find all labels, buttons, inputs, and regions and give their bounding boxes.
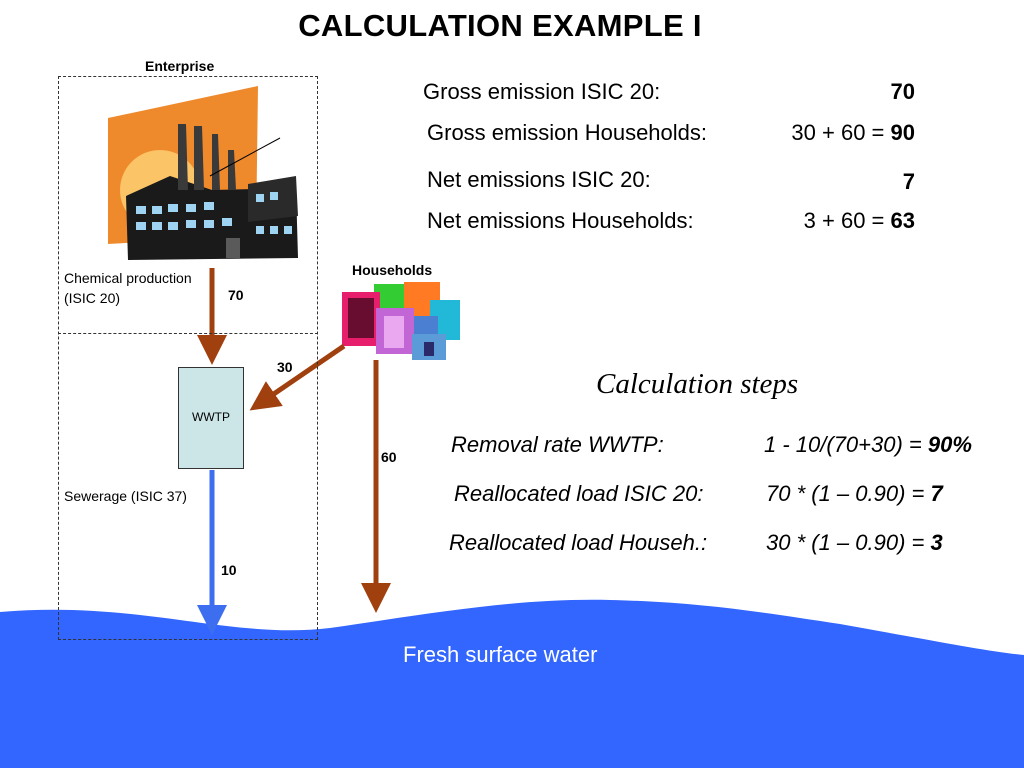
chemical-production-label: Chemical production (ISIC 20) [64,268,192,308]
net-isic-label: Net emissions ISIC 20: [427,167,651,192]
gross-households-value: 30 + 60 = 90 [791,120,915,145]
wwtp-box: WWTP [178,367,244,469]
factory-icon [108,86,298,260]
flow-households-to-wwtp [249,343,346,411]
step-removal-expr: 1 - 10/(70+30) = 90% [764,432,972,457]
gross-isic-value: 70 [890,79,915,104]
gross-isic-label: Gross emission ISIC 20: [423,79,661,104]
households-label: Households [352,262,433,278]
buildings-icon [342,282,460,360]
step-househ-expr: 30 * (1 – 0.90) = 3 [766,530,943,555]
net-households-value: 3 + 60 = 63 [803,208,915,233]
enterprise-boundary [58,76,318,640]
step-removal-label: Removal rate WWTP: [451,432,664,457]
step-isic-expr: 70 * (1 – 0.90) = 7 [766,481,943,506]
step-househ-label: Reallocated load Househ.: [449,530,708,555]
chemical-label-line1: Chemical production [64,270,192,286]
flow-value-60: 60 [381,449,397,465]
sewerage-label: Sewerage (ISIC 37) [64,488,187,504]
fresh-water-body [0,599,1024,768]
wwtp-label: WWTP [192,410,230,424]
net-households-label: Net emissions Households: [427,208,694,233]
flow-value-10: 10 [221,562,237,578]
gross-households-label: Gross emission Households: [427,120,708,145]
calculation-steps-title: Calculation steps [596,368,799,400]
enterprise-divider [58,333,318,334]
flow-value-30: 30 [277,359,293,375]
step-isic-label: Reallocated load ISIC 20: [454,481,704,506]
enterprise-label: Enterprise [145,58,215,74]
net-isic-value: 7 [902,169,915,194]
flow-value-70: 70 [228,287,244,303]
fresh-water-label: Fresh surface water [403,642,598,667]
chemical-label-line2: (ISIC 20) [64,290,121,306]
page-title: CALCULATION EXAMPLE I [298,8,702,43]
